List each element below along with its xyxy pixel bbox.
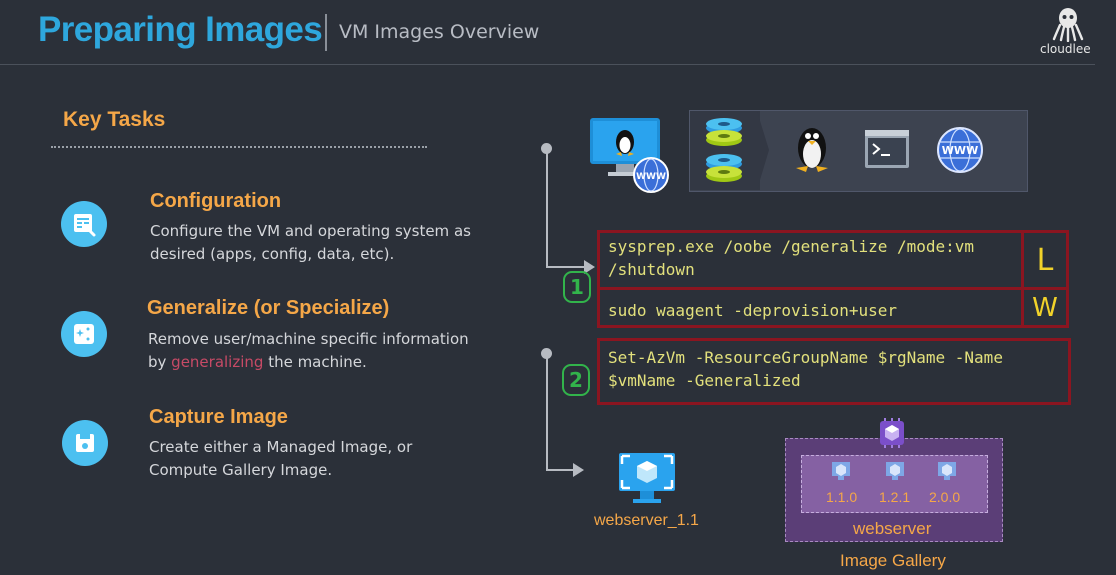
arrowhead-icon (584, 260, 595, 274)
desc-text-end: the machine. (263, 353, 367, 371)
image-version-icon (886, 462, 904, 480)
image-version-label: 1.2.1 (879, 489, 911, 505)
save-icon (62, 420, 108, 466)
image-version-icon (938, 462, 956, 480)
desc-highlight: generalizing (171, 353, 264, 371)
sysprep-command-line1: sysprep.exe /oobe /generalize /mode:vm (608, 237, 975, 256)
linux-vm-www-icon: WWW (590, 118, 669, 193)
task-title-configuration: Configuration (150, 190, 282, 212)
page-subtitle: VM Images Overview (339, 21, 540, 43)
task-desc-capture: Create either a Managed Image, or Comput… (149, 438, 413, 479)
desc-text: Remove user/machine specific information… (148, 330, 469, 371)
connector-line-2 (546, 353, 548, 471)
svg-text:WWW: WWW (636, 172, 666, 182)
svg-text:WWW: WWW (942, 144, 978, 157)
page-title: Preparing Images (38, 10, 323, 49)
image-version-icon (832, 462, 850, 480)
image-definition-label: webserver (853, 519, 932, 538)
powershell-command-line2: $vmName -Generalized (608, 371, 801, 390)
windows-tag-box: L (1021, 230, 1069, 290)
chevron-right-icon (757, 111, 769, 190)
waagent-command: sudo waagent -deprovision+user (608, 301, 897, 320)
octopus-logo-icon (1052, 8, 1084, 42)
disk-stack-icon (706, 118, 742, 182)
sysprep-command-box: sysprep.exe /oobe /generalize /mode:vm /… (597, 230, 1024, 290)
connector-line-2h (546, 469, 576, 471)
step-badge-1: 1 (563, 271, 591, 303)
sysprep-command-line2: /shutdown (608, 260, 695, 279)
step-badge-2: 2 (562, 364, 590, 396)
linux-tag: W (1032, 293, 1058, 323)
dotted-divider (51, 146, 427, 148)
sparkle-icon (61, 311, 107, 357)
connector-line-1 (546, 148, 548, 268)
task-title-capture: Capture Image (149, 406, 288, 428)
task-desc-generalize: Remove user/machine specific information… (148, 328, 488, 374)
image-version-label: 2.0.0 (929, 489, 961, 505)
brand-label: cloudlee (1040, 42, 1091, 56)
waagent-command-box: sudo waagent -deprovision+user (597, 287, 1024, 328)
windows-tag: L (1036, 243, 1054, 278)
linux-penguin-icon (796, 128, 828, 172)
www-globe-icon: WWW (937, 127, 983, 173)
title-divider (325, 14, 327, 51)
key-tasks-heading: Key Tasks (63, 108, 166, 131)
vm-image-icon (619, 453, 675, 503)
task-desc-configuration: Configure the VM and operating system as… (150, 222, 471, 263)
task-title-generalize: Generalize (or Specialize) (147, 297, 390, 319)
vm-name-label: webserver_1.1 (594, 512, 699, 529)
powershell-command-box: Set-AzVm -ResourceGroupName $rgName -Nam… (597, 338, 1071, 405)
linux-tag-box: W (1021, 287, 1069, 328)
powershell-command-line1: Set-AzVm -ResourceGroupName $rgName -Nam… (608, 348, 1003, 367)
connector-line-1h (546, 266, 586, 268)
terminal-icon (865, 130, 909, 168)
arrowhead-icon (573, 463, 584, 477)
compute-gallery-icon (880, 418, 904, 448)
checklist-icon (61, 201, 107, 247)
header-divider (0, 64, 1095, 65)
image-version-label: 1.1.0 (826, 489, 858, 505)
image-gallery-label: Image Gallery (840, 551, 946, 570)
